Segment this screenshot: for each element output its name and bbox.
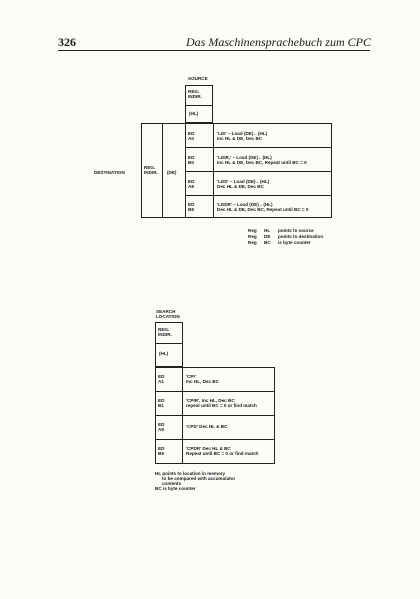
block-transfer-diagram: SOURCE REG. INDIR. (HL) DESTINATION REG.… bbox=[0, 0, 420, 260]
transfer-note-name: DE bbox=[264, 234, 271, 239]
transfer-instr-desc: Dec HL & DE, Dec BC bbox=[217, 184, 264, 189]
search-opcode: ED B1 bbox=[158, 398, 165, 408]
transfer-instr-name: 'LDIR,' – Load (DE)←(HL) bbox=[217, 155, 272, 160]
search-location-label: SEARCH LOCATION bbox=[156, 309, 180, 319]
transfer-instr-desc: Inc HL & DE, Dec BC, Repeat until BC = 0 bbox=[217, 160, 307, 165]
transfer-note-name: BC bbox=[264, 240, 271, 245]
transfer-instr-name: 'LDDR' – Load (DE)←(HL) bbox=[217, 202, 273, 207]
transfer-table bbox=[185, 123, 332, 218]
search-note: contents bbox=[162, 481, 182, 486]
source-label: SOURCE bbox=[188, 76, 208, 81]
search-column-divider bbox=[155, 343, 183, 344]
transfer-note-text: points to source bbox=[278, 228, 314, 233]
search-hl-label: (HL) bbox=[159, 351, 169, 356]
search-instr-desc: Inc HL, Dec BC bbox=[186, 379, 219, 384]
book-title: Das Maschinensprachebuch zum CPC bbox=[186, 35, 371, 49]
transfer-note-name: HL bbox=[264, 228, 271, 233]
transfer-opcode-divider bbox=[213, 123, 214, 218]
search-note: to be compared with accumulator bbox=[162, 476, 236, 481]
transfer-note-reg: Reg bbox=[248, 228, 257, 233]
search-instr-desc: Repeat until BC = 0 or find match bbox=[186, 451, 259, 456]
transfer-instr-name: 'LDI' – Load (DE)←(HL) bbox=[217, 131, 268, 136]
search-note: BC is byte counter bbox=[155, 486, 196, 491]
transfer-note-text: points to destination bbox=[278, 234, 324, 239]
page-header: 326 Das Maschinensprachebuch zum CPC bbox=[0, 0, 420, 51]
search-row-divider bbox=[155, 439, 275, 440]
search-instr-name: 'CPIR', Inc HL, Dec BC bbox=[186, 398, 235, 403]
transfer-row-divider bbox=[185, 195, 332, 196]
search-opcode-divider bbox=[182, 367, 183, 464]
transfer-opcode: ED A0 bbox=[188, 131, 195, 141]
search-row-divider bbox=[155, 391, 275, 392]
source-reg-indir-label: REG. INDIR. bbox=[188, 89, 202, 99]
source-column bbox=[185, 85, 213, 123]
source-divider bbox=[185, 105, 213, 106]
search-opcode: ED B9 bbox=[158, 446, 165, 456]
transfer-opcode: ED B0 bbox=[188, 155, 195, 165]
search-note: HL points to location in memory bbox=[155, 471, 226, 476]
transfer-row-divider bbox=[185, 147, 332, 148]
search-instr-name: 'CPD' Dec HL & BC bbox=[186, 424, 228, 429]
dest-de-label: (DE) bbox=[167, 170, 177, 175]
dest-reg-indir-label: REG. INDIR. bbox=[144, 165, 158, 175]
block-search-diagram: SEARCH LOCATION REG. INDIR. (HL) ED A1 '… bbox=[0, 300, 420, 500]
transfer-note-text: is byte counter bbox=[278, 240, 311, 245]
transfer-instr-desc: Inc HL & DE, Dec BC bbox=[217, 136, 263, 141]
search-opcode: ED A9 bbox=[158, 422, 165, 432]
transfer-note-reg: Reg bbox=[248, 234, 257, 239]
search-row-divider bbox=[155, 415, 275, 416]
transfer-note-reg: Reg bbox=[248, 240, 257, 245]
search-instr-desc: repeat until BC = 0 or find match bbox=[186, 403, 257, 408]
search-instr-name: 'CPDR' Dec HL & BC bbox=[186, 446, 231, 451]
transfer-opcode: ED B8 bbox=[188, 202, 195, 212]
transfer-row-divider bbox=[185, 171, 332, 172]
search-instr-name: 'CPI' bbox=[186, 374, 196, 379]
transfer-opcode: ED A8 bbox=[188, 179, 195, 189]
search-opcode: ED A1 bbox=[158, 374, 165, 384]
header-rule bbox=[58, 50, 370, 51]
destination-label: DESTINATION bbox=[94, 170, 125, 175]
source-hl-label: (HL) bbox=[189, 111, 199, 116]
search-column bbox=[155, 322, 183, 367]
transfer-instr-desc: Dec HL & DE, Dec BC, Repeat until BC = 0 bbox=[217, 207, 309, 212]
page-number: 326 bbox=[58, 35, 76, 49]
transfer-instr-name: 'LDD' – Load (DE)←(HL) bbox=[217, 179, 270, 184]
search-reg-indir-label: REG. INDIR. bbox=[158, 327, 172, 337]
